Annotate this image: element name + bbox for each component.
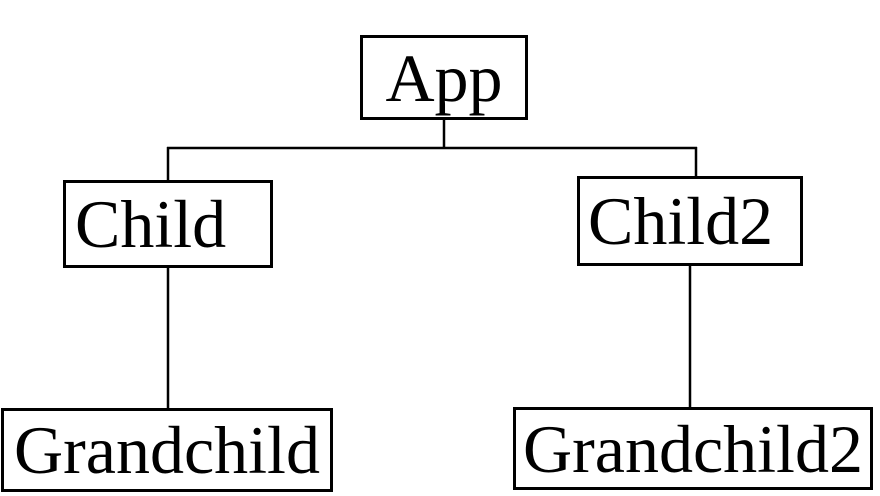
node-grandchild: Grandchild [1,408,333,492]
node-app: App [360,35,528,120]
node-child2: Child2 [577,176,803,266]
node-grandchild2: Grandchild2 [513,407,873,490]
node-child: Child [63,180,273,268]
